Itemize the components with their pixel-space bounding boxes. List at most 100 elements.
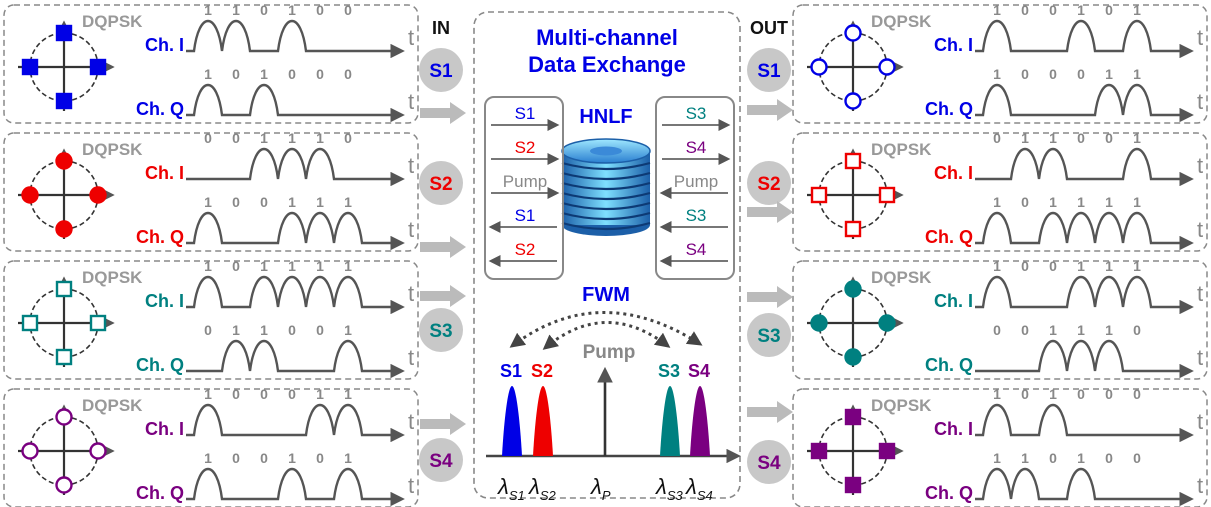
bit-label: 1 — [1105, 66, 1113, 82]
bit-label: 1 — [204, 66, 212, 82]
bit-label: 1 — [260, 322, 268, 338]
panel-frame — [792, 132, 1208, 252]
constellation-point — [55, 220, 73, 238]
signal-badge — [747, 313, 791, 357]
bit-label: 0 — [232, 130, 240, 146]
time-label: t — [1197, 89, 1203, 114]
signal-peak — [690, 386, 710, 456]
time-label: t — [408, 89, 414, 114]
bit-label: 1 — [993, 66, 1001, 82]
bit-label: 0 — [232, 194, 240, 210]
bit-label: 1 — [344, 386, 352, 402]
constellation-point — [89, 442, 107, 460]
wavelength-symbol: λS1 — [497, 474, 525, 503]
signal-box-label: S3 — [686, 206, 707, 225]
signal-peak — [502, 386, 522, 456]
time-label: t — [408, 25, 414, 50]
waveform-trace — [186, 147, 398, 181]
bit-label: 1 — [316, 258, 324, 274]
constellation-point — [844, 220, 862, 238]
bit-label: 1 — [204, 194, 212, 210]
panel-frame — [3, 388, 419, 507]
coil-ring — [561, 221, 651, 231]
bit-label: 0 — [1049, 258, 1057, 274]
hnlf-label: HNLF — [579, 106, 632, 128]
signal-badge — [419, 161, 463, 205]
bit-label: 0 — [1105, 130, 1113, 146]
wavelength-subscript: S4 — [697, 488, 713, 503]
wavelength-subscript: S3 — [667, 488, 684, 503]
coil-ring — [561, 201, 651, 211]
bit-label: 0 — [1105, 2, 1113, 18]
signal-badge-label: S4 — [757, 453, 781, 474]
ch-q-label: Ch. Q — [925, 227, 973, 247]
spectrum-label: S3 — [658, 361, 680, 381]
flow-arrow — [747, 99, 793, 121]
bit-label: 1 — [1133, 194, 1141, 210]
signal-peak — [533, 386, 553, 456]
bit-label: 1 — [1105, 258, 1113, 274]
signal-box-label: S2 — [515, 240, 536, 259]
constellation-point — [810, 314, 828, 332]
bit-label: 1 — [316, 130, 324, 146]
ch-i-label: Ch. I — [934, 419, 973, 439]
bit-label: 1 — [1077, 450, 1085, 466]
constellation-point — [21, 442, 39, 460]
format-label: DQPSK — [82, 396, 143, 415]
center-panel: Multi-channel Data Exchange HNLF FWM S1S… — [473, 11, 741, 503]
bit-label: 0 — [1133, 322, 1141, 338]
constellation-point — [89, 58, 107, 76]
waveform-trace — [186, 339, 398, 373]
signal-box-label: S1 — [515, 206, 536, 225]
time-label: t — [408, 217, 414, 242]
bit-label: 1 — [993, 386, 1001, 402]
bit-label: 1 — [288, 2, 296, 18]
panel-frame — [792, 388, 1208, 507]
bit-label: 1 — [1049, 130, 1057, 146]
ch-i-label: Ch. I — [934, 291, 973, 311]
time-label: t — [1197, 25, 1203, 50]
time-label: t — [408, 345, 414, 370]
waveform-trace — [186, 275, 398, 309]
bit-label: 0 — [260, 2, 268, 18]
signal-badge — [747, 161, 791, 205]
spectrum-label: S1 — [500, 361, 522, 381]
bit-label: 1 — [1133, 66, 1141, 82]
bit-label: 1 — [1133, 130, 1141, 146]
flow-arrow — [420, 102, 466, 124]
panel-frame — [792, 260, 1208, 380]
constellation-point — [21, 186, 39, 204]
panel-frame — [3, 4, 419, 124]
constellation-point — [55, 476, 73, 494]
bit-label: 0 — [288, 66, 296, 82]
out-label: OUT — [750, 18, 788, 38]
in-label: IN — [432, 18, 450, 38]
waveform-trace — [975, 275, 1187, 309]
ch-i-label: Ch. I — [145, 35, 184, 55]
bit-label: 1 — [344, 450, 352, 466]
panel-frame — [792, 4, 1208, 124]
flow-arrow — [747, 401, 793, 423]
constellation-point — [810, 58, 828, 76]
constellation-point — [844, 24, 862, 42]
signal-peak — [660, 386, 680, 456]
bit-label: 0 — [260, 450, 268, 466]
bit-label: 0 — [204, 322, 212, 338]
bit-label: 0 — [1105, 450, 1113, 466]
format-label: DQPSK — [82, 12, 143, 31]
bit-label: 0 — [1105, 386, 1113, 402]
time-label: t — [408, 473, 414, 498]
signal-badge — [419, 438, 463, 482]
bit-label: 1 — [1105, 322, 1113, 338]
bit-label: 1 — [288, 194, 296, 210]
center-title-line1: Multi-channel — [536, 25, 678, 50]
bit-label: 0 — [1077, 130, 1085, 146]
signal-badge-label: S3 — [429, 321, 452, 342]
bit-label: 1 — [288, 450, 296, 466]
constellation-point — [878, 442, 896, 460]
